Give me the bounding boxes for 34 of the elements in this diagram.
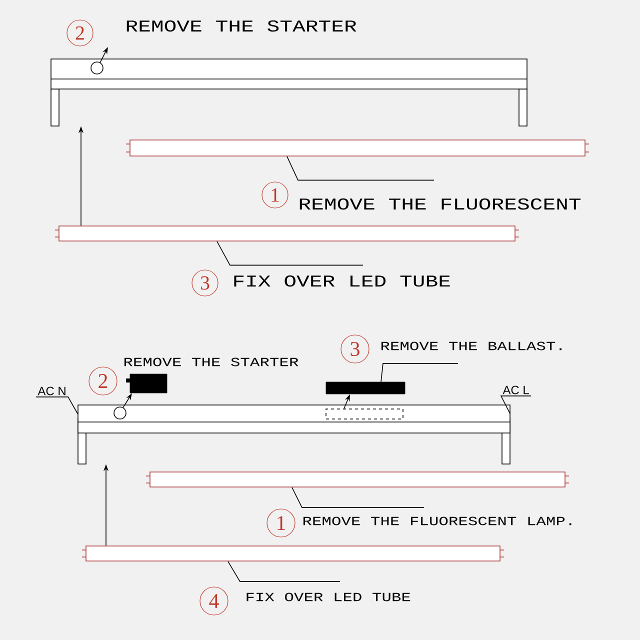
leader-line [228,561,340,582]
step-text: REMOVE THE BALLAST. [382,342,562,350]
leader-line [500,396,532,414]
step-number: 3 [192,270,218,296]
leader-line [36,396,78,414]
tube-drawing [126,140,590,156]
starter-symbol [114,406,126,420]
light-fixture-drawing [50,58,528,126]
component-block [126,374,168,394]
step-text: REMOVE THE FLUORESCENT LAMP. [304,516,572,526]
step-number: 2 [66,20,94,46]
step-number: 2 [88,366,118,396]
tube-drawing [146,472,570,488]
terminal-label: AC N [38,386,66,396]
step-number: 3 [340,334,370,364]
ballast-outline [326,408,404,420]
step-number: 4 [200,586,228,616]
starter-symbol [90,62,104,74]
step-text: REMOVE THE STARTER [126,20,356,32]
leader-line [292,487,424,508]
leader-line [216,241,364,266]
step-text: FIX OVER LED TUBE [234,275,450,287]
step-number: 1 [266,508,296,538]
tube-drawing [54,226,520,242]
light-fixture-drawing [78,404,510,464]
terminal-label: AC L [502,386,529,394]
step-text: REMOVE THE FLUORESCENT [300,198,581,210]
leader-line [286,156,434,181]
step-text: REMOVE THE STARTER [124,358,298,366]
component-block [326,382,406,394]
step-text: FIX OVER LED TUBE [246,592,410,602]
step-number: 1 [262,182,288,208]
tube-drawing [82,546,504,562]
leader-line [380,363,458,382]
